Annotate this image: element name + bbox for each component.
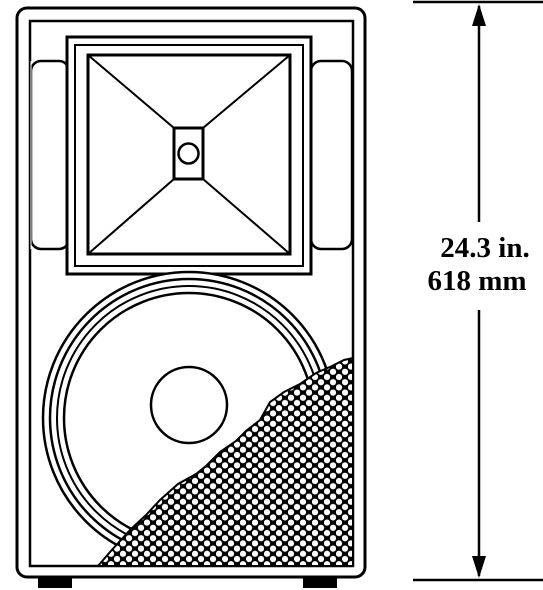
dimension-metric: 618 mm xyxy=(427,265,526,297)
arrow-down-icon xyxy=(472,556,486,578)
right-handle xyxy=(309,59,354,251)
height-dimension: 24.3 in. 618 mm xyxy=(413,0,543,582)
woofer-dust-cap xyxy=(149,365,229,445)
horn-tweeter xyxy=(65,35,313,276)
left-foot xyxy=(38,576,72,588)
arrow-up-icon xyxy=(472,4,486,26)
dimension-imperial: 24.3 in. xyxy=(440,232,529,264)
right-foot xyxy=(303,576,337,588)
grille-cutaway xyxy=(96,356,353,566)
left-handle xyxy=(29,59,71,251)
horn-throat xyxy=(177,142,200,165)
